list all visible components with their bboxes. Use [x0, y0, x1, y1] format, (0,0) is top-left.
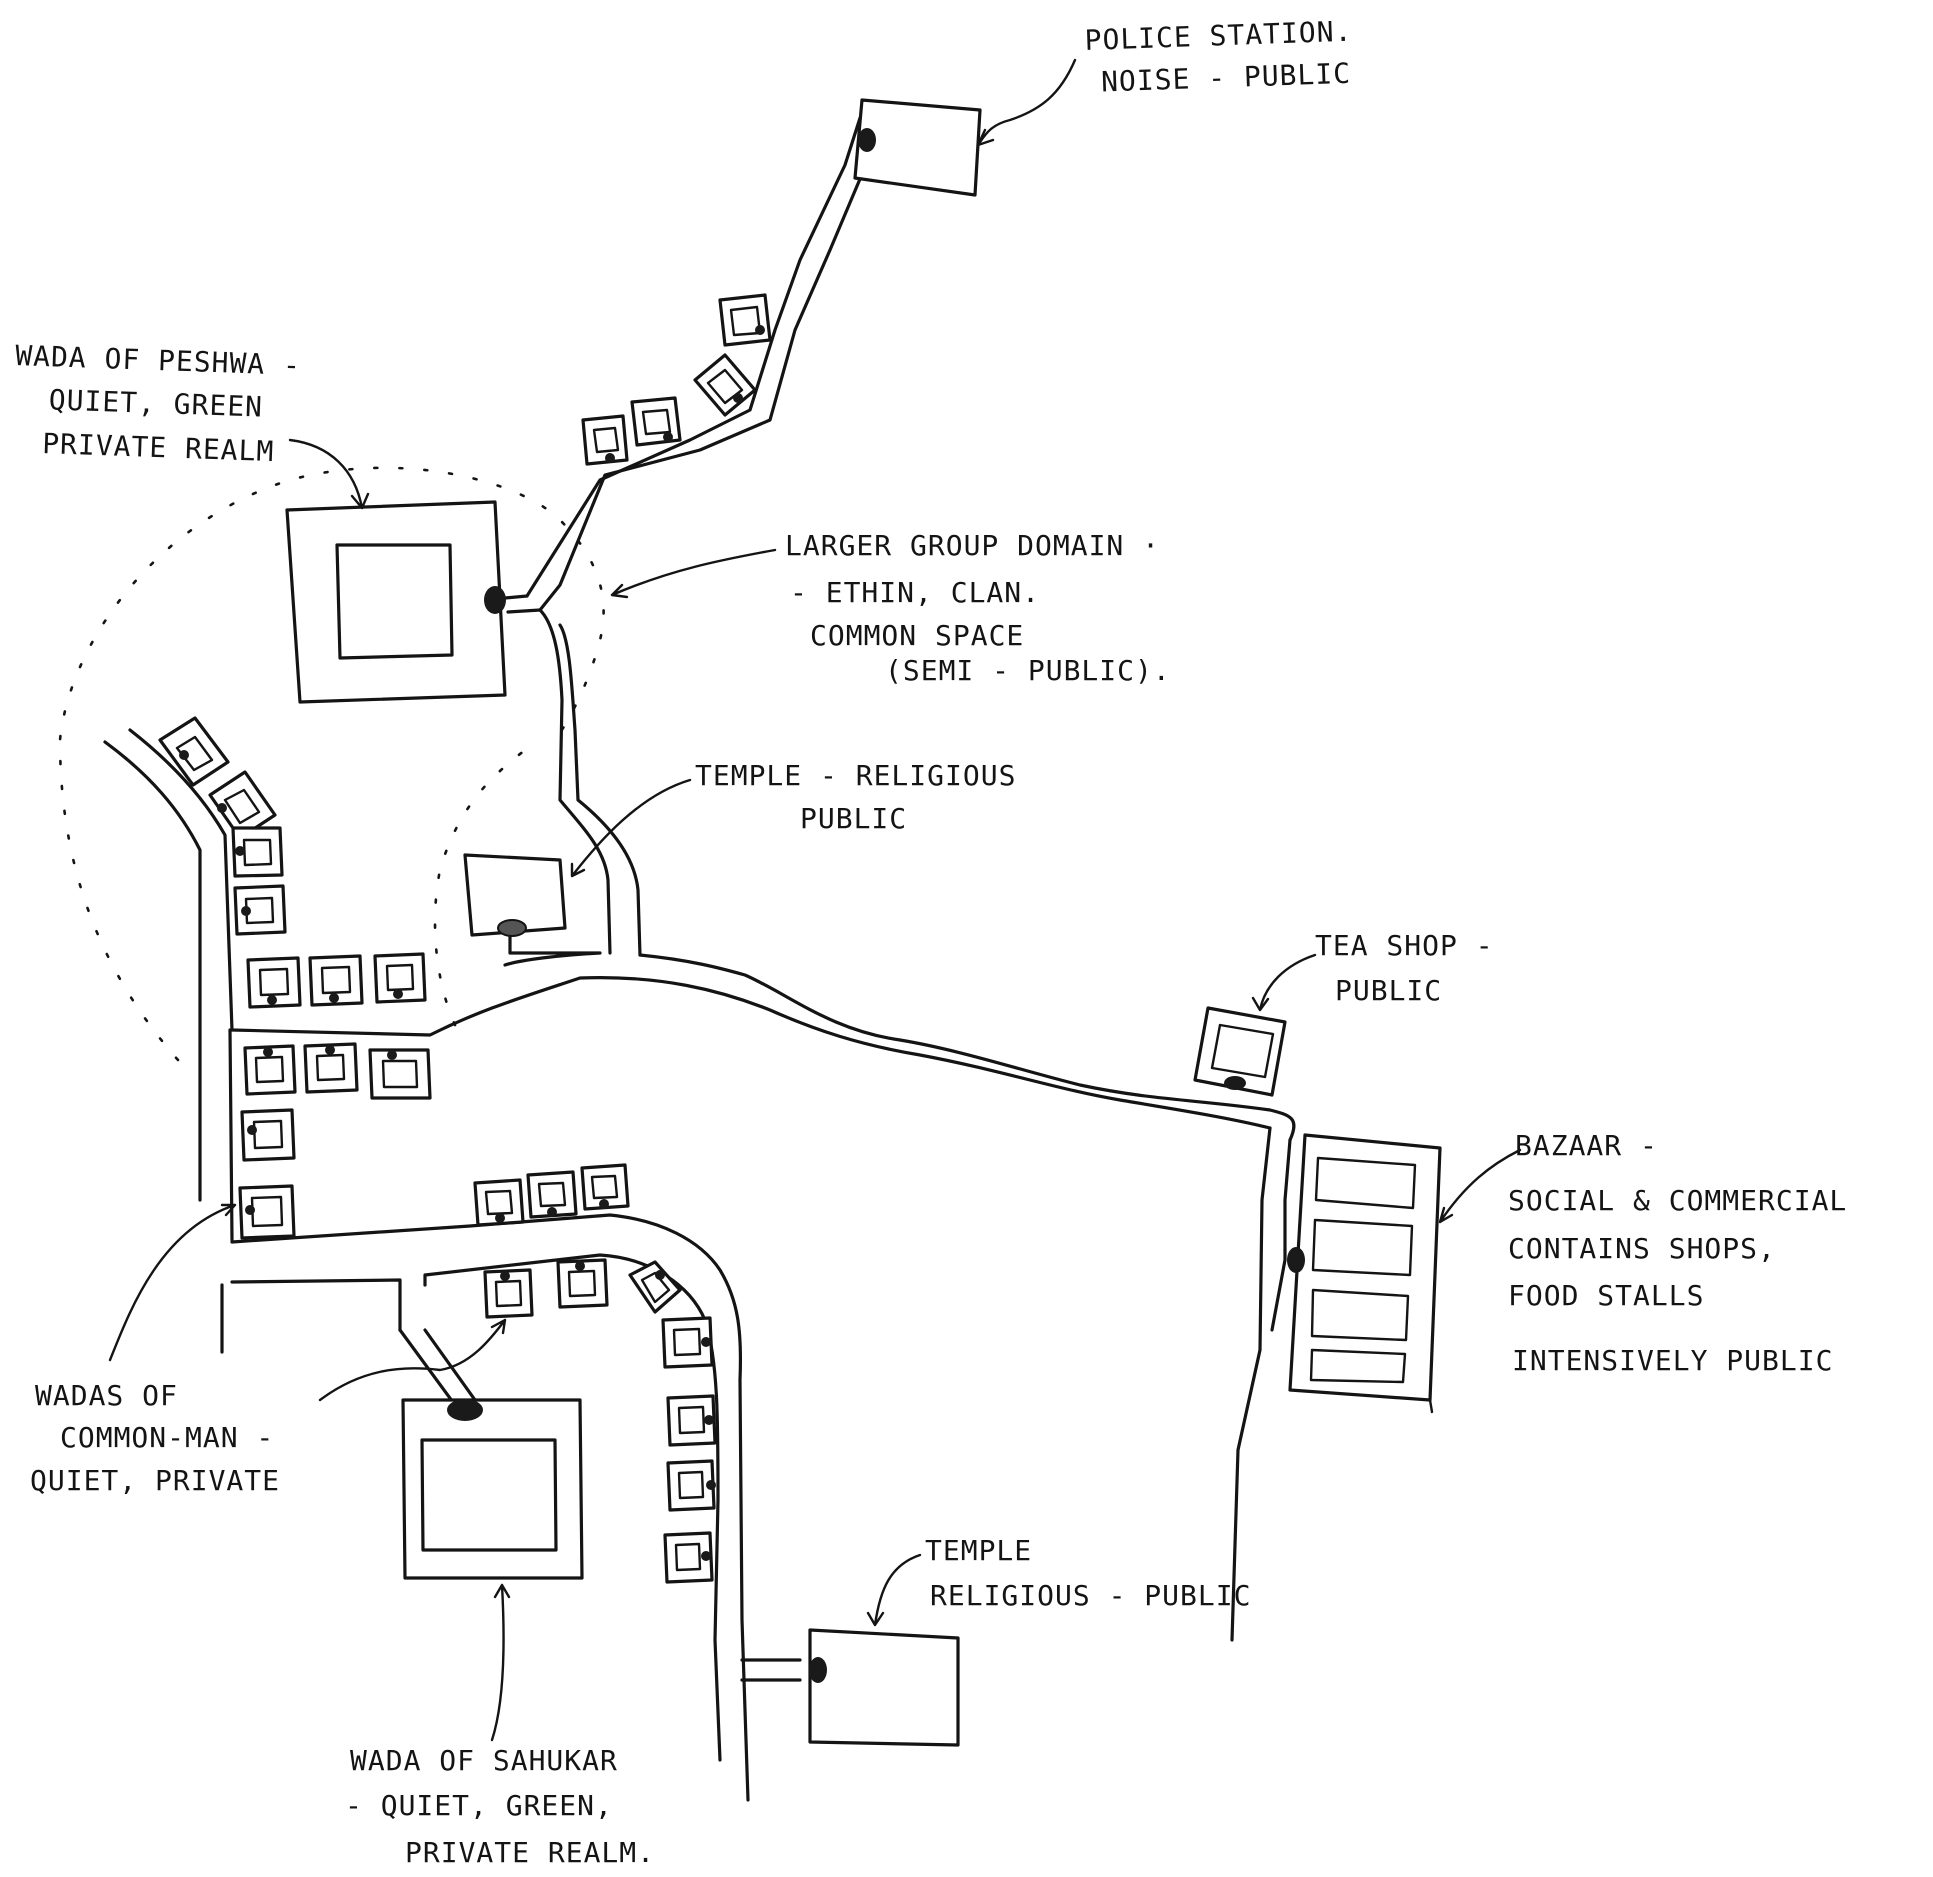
label-bazaar: BAZAAR - SOCIAL & COMMERCIAL CONTAINS SH… [1508, 1129, 1865, 1377]
house-s-in-7 [663, 1531, 714, 1584]
temple-1-building [463, 853, 567, 937]
annotations: POLICE STATION. NOISE - PUBLIC WADA OF P… [12, 14, 1865, 1869]
label-tea-shop: TEA SHOP - PUBLIC [1315, 929, 1511, 1007]
house-north-2 [693, 353, 757, 417]
arrow-wada-sahukar [490, 1583, 511, 1742]
road-temple-link [503, 928, 602, 967]
house-west-7 [373, 952, 427, 1004]
road-east-south [1270, 1138, 1292, 1332]
tea-shop-building [1193, 1006, 1287, 1097]
bazaar-stall-2 [1311, 1218, 1414, 1277]
house-s-top-3 [580, 1163, 630, 1211]
road-central-west-edge [538, 608, 612, 955]
road-central-east-edge [558, 623, 642, 957]
leader-arrows [108, 58, 1522, 1742]
house-s-in-2 [556, 1258, 609, 1309]
house-west-4 [233, 884, 287, 936]
label-larger-group: LARGER GROUP DOMAIN · - ETHIN, CLAN. COM… [785, 529, 1178, 687]
bazaar-building [1287, 1133, 1442, 1402]
house-west-2 [208, 770, 277, 840]
label-wada-sahukar: WADA OF SAHUKAR - QUIET, GREEN, PRIVATE … [345, 1744, 655, 1869]
house-north-1 [718, 293, 772, 347]
road-north-east-edge [538, 120, 880, 612]
wada-sahukar-building [401, 1398, 584, 1580]
house-s-in-1 [483, 1268, 534, 1319]
arrow-wadas-common [108, 1203, 237, 1362]
house-s-in-6 [666, 1459, 716, 1512]
temple-2-building [808, 1628, 960, 1747]
road-temple2-stub [740, 1658, 802, 1682]
label-temple-1: TEMPLE - RELIGIOUS PUBLIC [695, 759, 1034, 835]
house-north-4 [581, 414, 629, 466]
house-s-top-2 [526, 1170, 578, 1219]
wada-peshwa-building [285, 500, 507, 704]
road-main-north-edge [638, 953, 1296, 1142]
road-east-north [1230, 1126, 1272, 1642]
house-s-top-1 [473, 1178, 525, 1227]
arrow-larger-group [610, 548, 777, 599]
bazaar-stall-4 [1309, 1348, 1407, 1384]
bazaar-stall-1 [1314, 1156, 1417, 1210]
house-west-3 [231, 826, 284, 878]
house-north-3 [630, 396, 682, 447]
house-sw-3 [368, 1048, 432, 1100]
arrow-tea-shop [1251, 953, 1317, 1012]
house-sw-2 [303, 1042, 359, 1094]
road-sahukar-link [398, 1328, 477, 1407]
house-west-1 [158, 716, 230, 787]
house-s-in-4 [661, 1316, 714, 1369]
house-sw-5 [238, 1184, 296, 1240]
arrow-bazaar [1438, 1148, 1522, 1224]
arrow-temple-2 [866, 1553, 922, 1627]
road-south-north-edge [230, 1213, 750, 1802]
arrow-wada-peshwa [288, 438, 370, 510]
police-station-building [853, 98, 982, 197]
house-s-in-5 [666, 1394, 717, 1447]
arrow-wadas-common-2 [318, 1318, 507, 1402]
label-temple-2: TEMPLE RELIGIOUS - PUBLIC [925, 1534, 1251, 1612]
bazaar-corner-tick [1428, 1398, 1434, 1414]
arrow-police-station [976, 58, 1077, 147]
arrow-temple-1 [570, 778, 692, 878]
road-peshwa-stub [503, 594, 542, 614]
house-west-6 [308, 954, 364, 1007]
label-wada-peshwa: WADA OF PESHWA - QUIET, GREEN PRIVATE RE… [12, 339, 320, 470]
house-west-5 [246, 956, 302, 1009]
label-wadas-common: WADAS OF COMMON-MAN - QUIET, PRIVATE [30, 1379, 292, 1497]
road-main-south-edge [230, 976, 1272, 1130]
house-sw-1 [243, 1044, 297, 1096]
label-police-station: POLICE STATION. NOISE - PUBLIC [1084, 14, 1372, 99]
bazaar-stall-3 [1310, 1288, 1410, 1342]
road-west-fan-inner [128, 728, 234, 1032]
buildings [158, 98, 1442, 1747]
house-s-in-3 [628, 1260, 682, 1314]
road-north-west-edge [525, 116, 862, 598]
road-west-fan-outer [103, 740, 202, 1202]
house-sw-4 [240, 1108, 296, 1162]
